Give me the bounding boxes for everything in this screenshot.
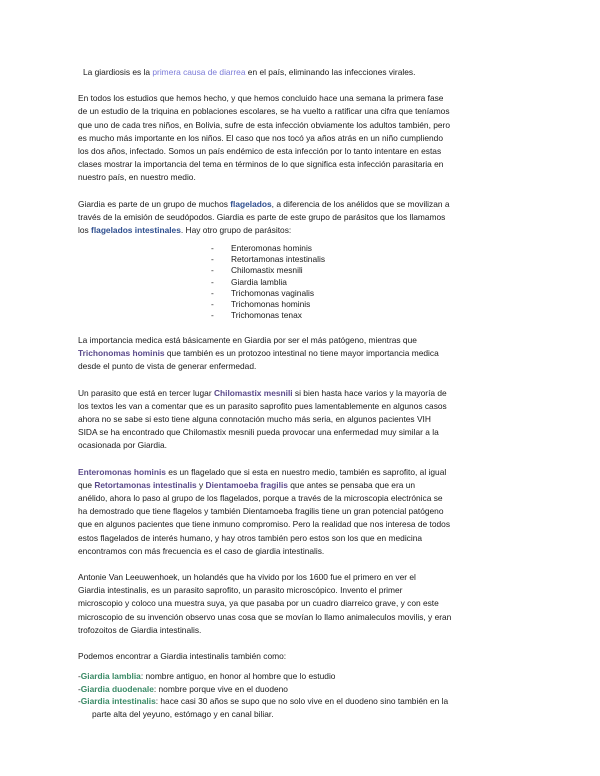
text: es un flagelado que si esta en nuestro m… bbox=[165, 466, 447, 477]
text-line: ocasionada por Giardia. bbox=[78, 440, 167, 451]
giardia-name: Giardia intestinalis bbox=[80, 696, 156, 707]
term-flagelados-intestinales: flagelados intestinales bbox=[91, 225, 181, 236]
list-item: -Giardia lamblia: nombre antiguo, en hon… bbox=[78, 670, 522, 682]
paragraph-enteromonas: Enteromonas hominis es un flagelado que … bbox=[78, 466, 522, 558]
list-item: - Trichomonas hominis bbox=[211, 298, 522, 310]
parasite-name: Trichomonas vaginalis bbox=[231, 287, 315, 298]
text: que también es un protozoo intestinal no… bbox=[164, 348, 439, 359]
paragraph-intro: La giardiosis es la primera causa de dia… bbox=[83, 66, 522, 79]
list-item: -Giardia duodenale: nombre porque vive e… bbox=[78, 683, 522, 695]
text-line: de un estudio de la triquina en poblacio… bbox=[78, 106, 450, 117]
giardia-desc: : nombre porque vive en el duodeno bbox=[153, 683, 288, 694]
text-line: trofozoitos de Giardia intestinalis. bbox=[78, 624, 202, 635]
list-dash: - bbox=[211, 254, 214, 265]
parasite-name: Trichomonas tenax bbox=[231, 309, 302, 320]
parasite-name: Chilomastix mesnili bbox=[231, 265, 303, 276]
text-line: ahora no se sabe si esto tiene alguna co… bbox=[78, 413, 431, 424]
text-line: estos flagelados de interés humano, y ha… bbox=[78, 532, 423, 543]
text: que antes se pensaba que era un bbox=[287, 479, 416, 490]
term-trichonomas-hominis: Trichonomas hominis bbox=[78, 348, 165, 359]
list-dash: - bbox=[211, 309, 214, 320]
text: Un parasito que está en tercer lugar bbox=[78, 387, 214, 398]
text-line: encontramos con más frecuencia es el cas… bbox=[78, 545, 325, 556]
giardia-desc: : nombre antiguo, en honor al hombre que… bbox=[140, 671, 336, 682]
paragraph-leeuwenhoek: Antonie Van Leeuwenhoek, un holandés que… bbox=[78, 571, 522, 637]
text: . Hay otro grupo de parásitos: bbox=[180, 225, 292, 236]
parasite-list: - Enteromonas hominis - Retortamonas intest… bbox=[78, 243, 522, 321]
list-dash: - bbox=[211, 243, 214, 254]
text-line: los dos años, infectado. Somos un país e… bbox=[78, 146, 442, 157]
text-line: es mucho más importante en los niños. El… bbox=[78, 132, 443, 143]
parasite-name: Trichomonas hominis bbox=[231, 298, 311, 309]
text: los bbox=[78, 225, 92, 236]
text-line: microscopio de su invención observo unas… bbox=[78, 611, 452, 622]
text-line: clases mostrar la importancia del tema e… bbox=[78, 159, 444, 170]
text-line: que uno de cada tres niños, en Bolivia, … bbox=[78, 119, 450, 130]
text-line: ha demostrado que tiene flagelos y tambi… bbox=[78, 506, 444, 517]
list-item: - Chilomastix mesnili bbox=[211, 265, 522, 276]
text: desde el punto de vista de generar enfer… bbox=[78, 361, 257, 372]
parasite-name: Giardia lamblia bbox=[231, 276, 287, 287]
text-line: los textos les van a comentar que es un … bbox=[78, 400, 447, 411]
parasite-name: Retortamonas intestinalis bbox=[231, 254, 326, 265]
text: , a diferencia de los anélidos que se mo… bbox=[271, 198, 450, 209]
text: La importancia medica está básicamente e… bbox=[78, 334, 417, 345]
giardia-name: Giardia duodenale bbox=[80, 683, 154, 694]
list-item: -Giardia intestinalis: hace casi 30 años… bbox=[78, 695, 522, 707]
list-item: - Trichomonas vaginalis bbox=[211, 287, 522, 299]
term-chilomastix-mesnili: Chilomastix mesnili bbox=[213, 387, 293, 398]
list-item: - Enteromonas hominis bbox=[211, 243, 522, 254]
paragraph-flagellates: Giardia es parte de un grupo de muchos f… bbox=[78, 198, 522, 238]
text: en el país, eliminando las infecciones v… bbox=[245, 67, 416, 77]
list-dash: - bbox=[78, 696, 81, 707]
text-line: En todos los estudios que hemos hecho, y… bbox=[78, 93, 444, 104]
list-dash: - bbox=[78, 671, 81, 682]
text-line: nuestro país, en nuestro medio. bbox=[78, 172, 196, 183]
text: través de la emisión de seudópodos. Giar… bbox=[78, 211, 446, 222]
term-retortamonas: Retortamonas intestinalis bbox=[94, 479, 197, 490]
text-line: SIDA se ha encontrado que Chilomastix me… bbox=[78, 427, 439, 438]
text-line: anélido, ahora lo paso al grupo de los f… bbox=[78, 492, 443, 503]
parasite-name: Enteromonas hominis bbox=[231, 243, 312, 254]
list-item: - Trichomonas tenax bbox=[211, 309, 522, 321]
text-line: Antonie Van Leeuwenhoek, un holandés que… bbox=[78, 571, 416, 582]
list-dash: - bbox=[211, 287, 214, 298]
giardia-desc: : hace casi 30 años se supo que no solo … bbox=[155, 696, 449, 707]
giardia-names-section: Podemos encontrar a Giardia intestinalis… bbox=[78, 650, 522, 720]
paragraph-studies: En todos los estudios que hemos hecho, y… bbox=[78, 92, 522, 184]
text: y bbox=[196, 479, 206, 490]
text: que bbox=[78, 479, 95, 490]
text-line: microscopio y coloco una muestra suya, y… bbox=[78, 598, 439, 609]
giardia-names-last-line: parte alta del yeyuno, estómago y en can… bbox=[92, 708, 274, 719]
paragraph-importance: La importancia medica está básicamente e… bbox=[78, 334, 522, 374]
giardia-names-intro: Podemos encontrar a Giardia intestinalis… bbox=[78, 650, 287, 661]
text: Giardia es parte de un grupo de muchos bbox=[78, 198, 231, 209]
list-item: - Giardia lamblia bbox=[211, 276, 522, 288]
giardia-name: Giardia lamblia bbox=[80, 671, 141, 682]
list-dash: - bbox=[211, 265, 214, 276]
term-enteromonas-hominis: Enteromonas hominis bbox=[78, 466, 166, 477]
term-flagelados: flagelados bbox=[230, 198, 272, 209]
list-dash: - bbox=[78, 683, 81, 694]
text: La giardiosis es la bbox=[83, 67, 153, 77]
list-dash: - bbox=[211, 276, 214, 287]
term-dientamoeba: Dientamoeba fragilis bbox=[205, 479, 288, 490]
list-dash: - bbox=[211, 298, 214, 309]
diarrhea-link[interactable]: primera causa de diarrea bbox=[152, 67, 246, 77]
text-line: Giardia intestinalis, es un parasito sap… bbox=[78, 585, 403, 596]
list-item: - Retortamonas intestinalis bbox=[211, 254, 522, 265]
paragraph-chilomastix: Un parasito que está en tercer lugar Chi… bbox=[78, 387, 522, 453]
text-line: que en algunos pacientes que tiene inmun… bbox=[78, 519, 451, 530]
text: si bien hasta hace varios y la mayoría d… bbox=[292, 387, 447, 398]
